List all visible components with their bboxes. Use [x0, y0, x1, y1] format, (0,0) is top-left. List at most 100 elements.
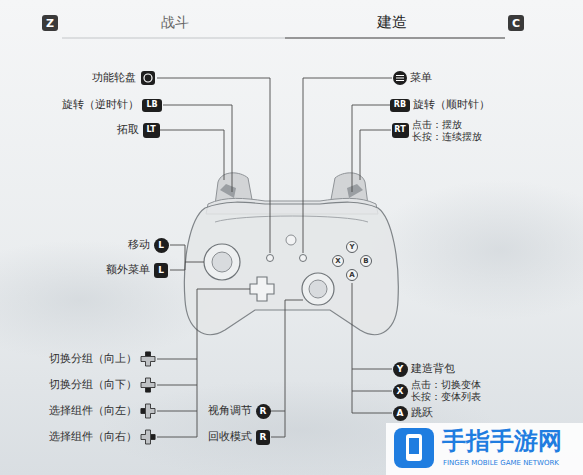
watermark: 手指手游网 [442, 427, 562, 456]
leader-line [170, 245, 185, 270]
leader-line [157, 359, 197, 360]
control-label: 回收模式 [208, 430, 252, 443]
watermark-logo [394, 428, 434, 468]
watermark: FINGER MOBILE GAME NETWORK [443, 459, 559, 467]
control-label: 额外菜单 [106, 263, 150, 276]
control-label: 点击：切换变体 长按：变体列表 [411, 379, 485, 403]
button-letter: A [349, 272, 354, 279]
button-badge: L [154, 238, 169, 253]
button-letter: A [397, 409, 404, 418]
tab-label: 战斗 [161, 14, 189, 31]
leader-line [352, 105, 390, 192]
dpad [250, 277, 274, 301]
control-label: 菜单 [410, 71, 432, 84]
right-stick-cap [309, 280, 327, 298]
leader-line [163, 105, 232, 192]
left-stick-cap [212, 252, 232, 272]
leader-line [185, 262, 204, 263]
leader-line [157, 411, 197, 412]
button-letter: C [512, 18, 520, 29]
leader-line [271, 300, 303, 437]
key-badge: LB [142, 99, 162, 112]
leader-lines [157, 78, 392, 437]
button-badge: X [332, 255, 344, 267]
key-badge: LT [143, 123, 160, 138]
control-label: 视角调节 [208, 404, 252, 417]
view-button [267, 255, 274, 262]
key-badge: Z [42, 15, 58, 31]
control-label: 移动 [128, 238, 150, 251]
control-label: 建造背包 [411, 362, 455, 375]
watermark-phone [406, 434, 422, 461]
dpad-icons [141, 352, 156, 444]
button-badge: A [346, 269, 358, 281]
left-stick [204, 244, 240, 280]
button-letter: B [363, 258, 368, 265]
leader-line [360, 130, 391, 180]
key-badge: C [508, 15, 524, 31]
button-letter: X [397, 387, 404, 396]
control-label: 功能轮盘 [92, 71, 136, 84]
menu-button [300, 255, 307, 262]
button-badge: R [256, 404, 271, 419]
mist [370, 180, 583, 320]
button-badge: A [393, 406, 408, 421]
button-badge: Y [346, 241, 358, 253]
leader-line [352, 369, 392, 370]
control-label: 跳跃 [411, 406, 433, 419]
menu-icon [393, 71, 407, 85]
menu-icon-lines [396, 76, 404, 81]
button-letter: L [158, 266, 164, 275]
control-label: 切换分组（向上） [49, 352, 137, 365]
guide-button [286, 235, 296, 245]
tab-line [62, 38, 285, 39]
control-label: 选择组件（向右） [49, 430, 137, 443]
leader-line [157, 78, 270, 253]
controller-body [184, 202, 398, 334]
right-stick [302, 273, 334, 305]
key-badge: L [154, 263, 168, 278]
key-badge: RB [390, 99, 410, 112]
control-label: 切换分组（向下） [49, 378, 137, 391]
control-label: 选择组件（向左） [49, 404, 137, 417]
button-letter: L [158, 241, 164, 250]
button-letter: R [260, 433, 267, 442]
body-seam [215, 216, 368, 222]
leader-line [271, 411, 285, 412]
control-label: 旋转（顺时针） [413, 98, 490, 111]
watermark-screen [409, 438, 419, 454]
watermark-ground [386, 423, 583, 475]
leader-line [157, 385, 197, 386]
leader-line [352, 283, 392, 413]
trigger-detail [220, 184, 236, 198]
wheel-icon-mark [144, 74, 152, 82]
button-letter: Z [46, 18, 54, 29]
button-badge: B [360, 255, 372, 267]
button-letter: R [260, 407, 267, 416]
leader-line [160, 130, 224, 180]
dpad-icon [141, 352, 155, 366]
trigger-detail [347, 184, 363, 198]
button-letter: RT [394, 126, 405, 134]
wheel-icon [141, 71, 155, 85]
key-badge: RT [392, 123, 409, 138]
tab-label: 建造 [377, 13, 407, 31]
key-badge: R [256, 430, 270, 445]
button-badge: Y [393, 362, 408, 377]
button-letter: Y [397, 365, 404, 374]
dpad-icon [141, 430, 155, 444]
button-letter: LB [146, 101, 157, 109]
dpad-icon [141, 378, 155, 392]
button-letter: RB [394, 101, 406, 109]
control-label: 旋转（逆时针） [62, 98, 139, 111]
button-letter: LT [146, 126, 155, 134]
control-label: 点击：摆放 长按：连续摆放 [412, 119, 486, 143]
button-badge: X [393, 384, 408, 399]
dpad-icon [141, 404, 155, 418]
leader-line [352, 391, 392, 392]
active-tab-line [285, 37, 505, 38]
leader-line [303, 78, 392, 253]
control-label: 拓取 [117, 123, 139, 136]
